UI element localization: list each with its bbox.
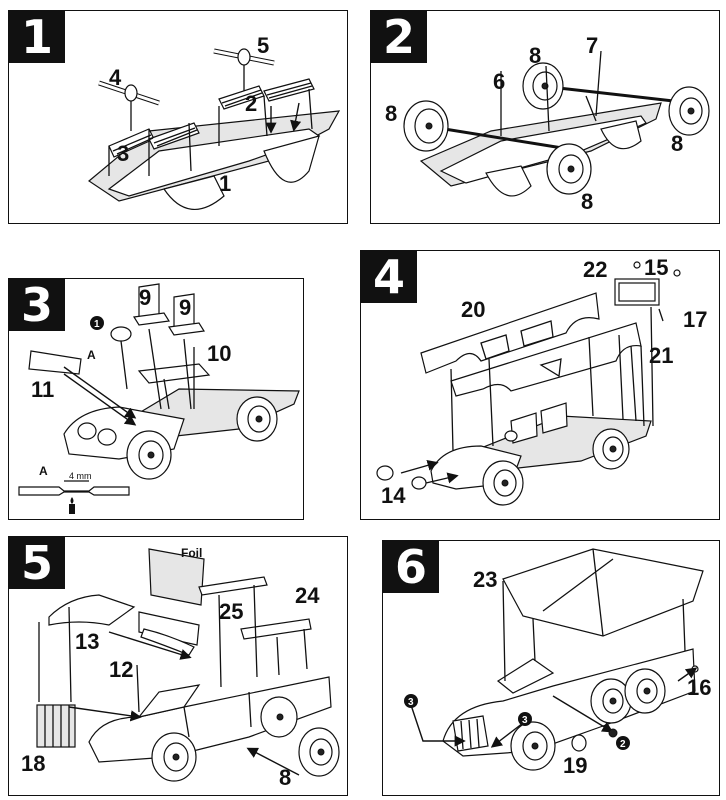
windshield-frame — [138, 611, 200, 646]
callout-8-right: 8 — [671, 131, 683, 156]
foil-label: Foil — [181, 546, 202, 560]
bench-24 — [240, 618, 312, 640]
callout-4: 4 — [109, 65, 122, 90]
floor-panel — [137, 363, 211, 384]
step-number-badge: 1 — [9, 11, 65, 63]
step-6-panel: 6 — [382, 540, 720, 796]
callout-2: 2 — [245, 91, 257, 116]
callout-8-bottom: 8 — [581, 189, 593, 214]
svg-text:3: 3 — [522, 715, 528, 726]
front-leaf-springs — [108, 122, 200, 158]
seat-left — [132, 283, 171, 326]
step-5-panel: 5 Foil — [8, 536, 348, 796]
callout-9-left: 9 — [139, 285, 151, 310]
middle-wheel — [260, 696, 298, 738]
rear-wheel — [298, 727, 340, 777]
callout-9-right: 9 — [179, 295, 191, 320]
callout-11: 11 — [31, 377, 54, 402]
rear-fender — [263, 135, 320, 183]
callout-16: 16 — [687, 675, 711, 700]
headlight-left — [376, 465, 394, 481]
step-1-panel: 1 — [8, 10, 348, 224]
step-number-badge: 6 — [383, 541, 439, 593]
bench-25 — [198, 576, 268, 596]
svg-text:3: 3 — [408, 697, 414, 708]
seat-right — [167, 293, 206, 336]
step-number-badge: 4 — [361, 251, 417, 303]
marker-3-center: 3 — [518, 712, 532, 726]
callout-8-top: 8 — [529, 43, 541, 68]
callout-17: 17 — [683, 307, 707, 332]
wheel-front-right — [546, 143, 592, 195]
callout-14: 14 — [381, 483, 406, 508]
foil-windshield — [148, 548, 205, 606]
callout-6: 6 — [493, 69, 505, 94]
detail-label-a: A — [87, 348, 96, 362]
callout-20: 20 — [461, 297, 485, 322]
steering-wheel — [110, 326, 132, 342]
step-4-illustration: 20 21 22 15 17 14 — [376, 255, 707, 508]
wheel-rear-right — [668, 86, 710, 136]
hood-13 — [48, 594, 136, 626]
callout-23: 23 — [473, 567, 497, 592]
heat-stretch-detail — [18, 480, 130, 514]
headlight-right — [411, 476, 427, 490]
marker-1: 1 — [90, 316, 104, 330]
detail-label-a-inset: A — [39, 464, 48, 478]
callout-25: 25 — [219, 599, 243, 624]
marker-3-left: 3 — [404, 694, 418, 708]
marker-2: 2 — [616, 736, 630, 750]
callout-10: 10 — [207, 341, 231, 366]
callout-8: 8 — [279, 765, 291, 790]
callout-5: 5 — [257, 33, 269, 58]
callout-1: 1 — [219, 171, 231, 196]
step-2-illustration: 6 7 8 8 8 8 — [385, 33, 710, 214]
front-wheel — [151, 732, 197, 782]
step-5-illustration: Foil — [21, 546, 340, 790]
rear-leaf-springs — [218, 78, 315, 110]
step-4-panel: 4 — [360, 250, 720, 520]
callout-8-left: 8 — [385, 101, 397, 126]
rear-wheel — [236, 396, 278, 442]
wheel-front-left — [403, 100, 449, 152]
dimension-label: 4 mm — [69, 471, 92, 481]
callout-12: 12 — [109, 657, 133, 682]
wheel-rear-left — [522, 62, 564, 110]
step-1-illustration: 1 2 3 4 5 — [87, 33, 341, 211]
body-side-21 — [450, 322, 642, 397]
callout-15: 15 — [644, 255, 668, 280]
front-wheel — [510, 721, 556, 771]
rear-wheel — [592, 428, 630, 470]
step-2-panel: 2 6 7 — [370, 10, 720, 224]
callout-13: 13 — [75, 629, 99, 654]
callout-7: 7 — [586, 33, 598, 58]
svg-text:1: 1 — [94, 319, 100, 330]
callout-18: 18 — [21, 751, 45, 776]
part-19 — [571, 734, 587, 752]
step-number-badge: 3 — [9, 279, 65, 331]
hood-part — [28, 350, 82, 375]
callout-3: 3 — [117, 141, 129, 166]
step-3-panel: 3 — [8, 278, 304, 520]
rear-axle — [213, 48, 275, 66]
front-axle — [98, 80, 160, 106]
callout-19: 19 — [563, 753, 587, 778]
step-number-badge: 5 — [9, 537, 65, 589]
step-6-illustration: 3 3 2 23 16 19 — [404, 548, 711, 778]
svg-text:2: 2 — [620, 739, 626, 750]
front-wheel — [482, 460, 524, 506]
step-number-badge: 2 — [371, 11, 427, 63]
step-3-illustration: 1 A A 4 mm 9 9 10 11 — [18, 283, 300, 514]
callout-21: 21 — [649, 343, 673, 368]
rear-wheel — [624, 668, 666, 714]
front-wheel — [126, 430, 172, 480]
callout-22: 22 — [583, 257, 607, 282]
callout-24: 24 — [295, 583, 320, 608]
front-fender — [163, 175, 225, 211]
body-side-20 — [420, 292, 600, 374]
